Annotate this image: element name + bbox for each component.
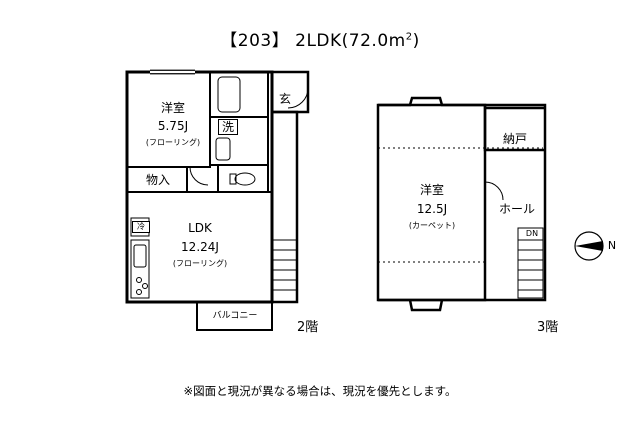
floor2-stairs (272, 239, 297, 291)
floor2-ldk-floor: (フローリング) (172, 259, 228, 268)
kitchen-counter (130, 239, 150, 299)
floor2-entrance-name: 玄 (278, 92, 291, 106)
floor2-right-wall (272, 110, 299, 304)
floor2-western-name: 洋室 (160, 101, 185, 115)
floor2-label: 2階 (297, 320, 319, 335)
floor2-balcony-name: バルコニー (212, 311, 258, 321)
bathtub (217, 76, 241, 113)
floor2-storage-name: 物入 (145, 173, 170, 187)
floor3-stair-label: DN (525, 229, 539, 238)
floor3-label: 3階 (537, 320, 559, 335)
floor2-toilet-wall (217, 164, 269, 193)
floor2-fridge-name: 冷 (132, 221, 150, 233)
floor3-hall (484, 149, 546, 301)
toilet-bowl (234, 172, 256, 186)
page-title: 【203】 2LDK(72.0m2) (220, 31, 420, 51)
compass-label: N (607, 239, 617, 252)
floor2-washer-name: 洗 (218, 119, 238, 135)
floor3-western-size: 12.5J (416, 202, 448, 216)
floor3-hall-name: ホール (498, 202, 535, 216)
floor2-western-floor: (フローリング) (145, 138, 201, 147)
toilet-tank (229, 173, 237, 185)
floor3-stairs (517, 227, 544, 299)
floor3-door (484, 181, 504, 201)
disclaimer-note: ※図面と現況が異なる場合は、現況を優先とします。 (183, 384, 457, 398)
floor3-western-floor: (カーペット) (408, 221, 456, 230)
floor2-ldk-name: LDK (188, 221, 212, 235)
floor3-closet-name: 納戸 (502, 132, 527, 146)
western-door (189, 166, 209, 186)
washbasin (215, 137, 231, 161)
entrance-door (287, 87, 309, 109)
floor2-western-size: 5.75J (157, 119, 189, 133)
floor3-western-name: 洋室 (419, 183, 444, 197)
kitchen-sink (133, 244, 147, 268)
floor2-ldk-size: 12.24J (181, 240, 219, 254)
compass-icon (574, 231, 604, 261)
balcony-outline (196, 301, 273, 331)
